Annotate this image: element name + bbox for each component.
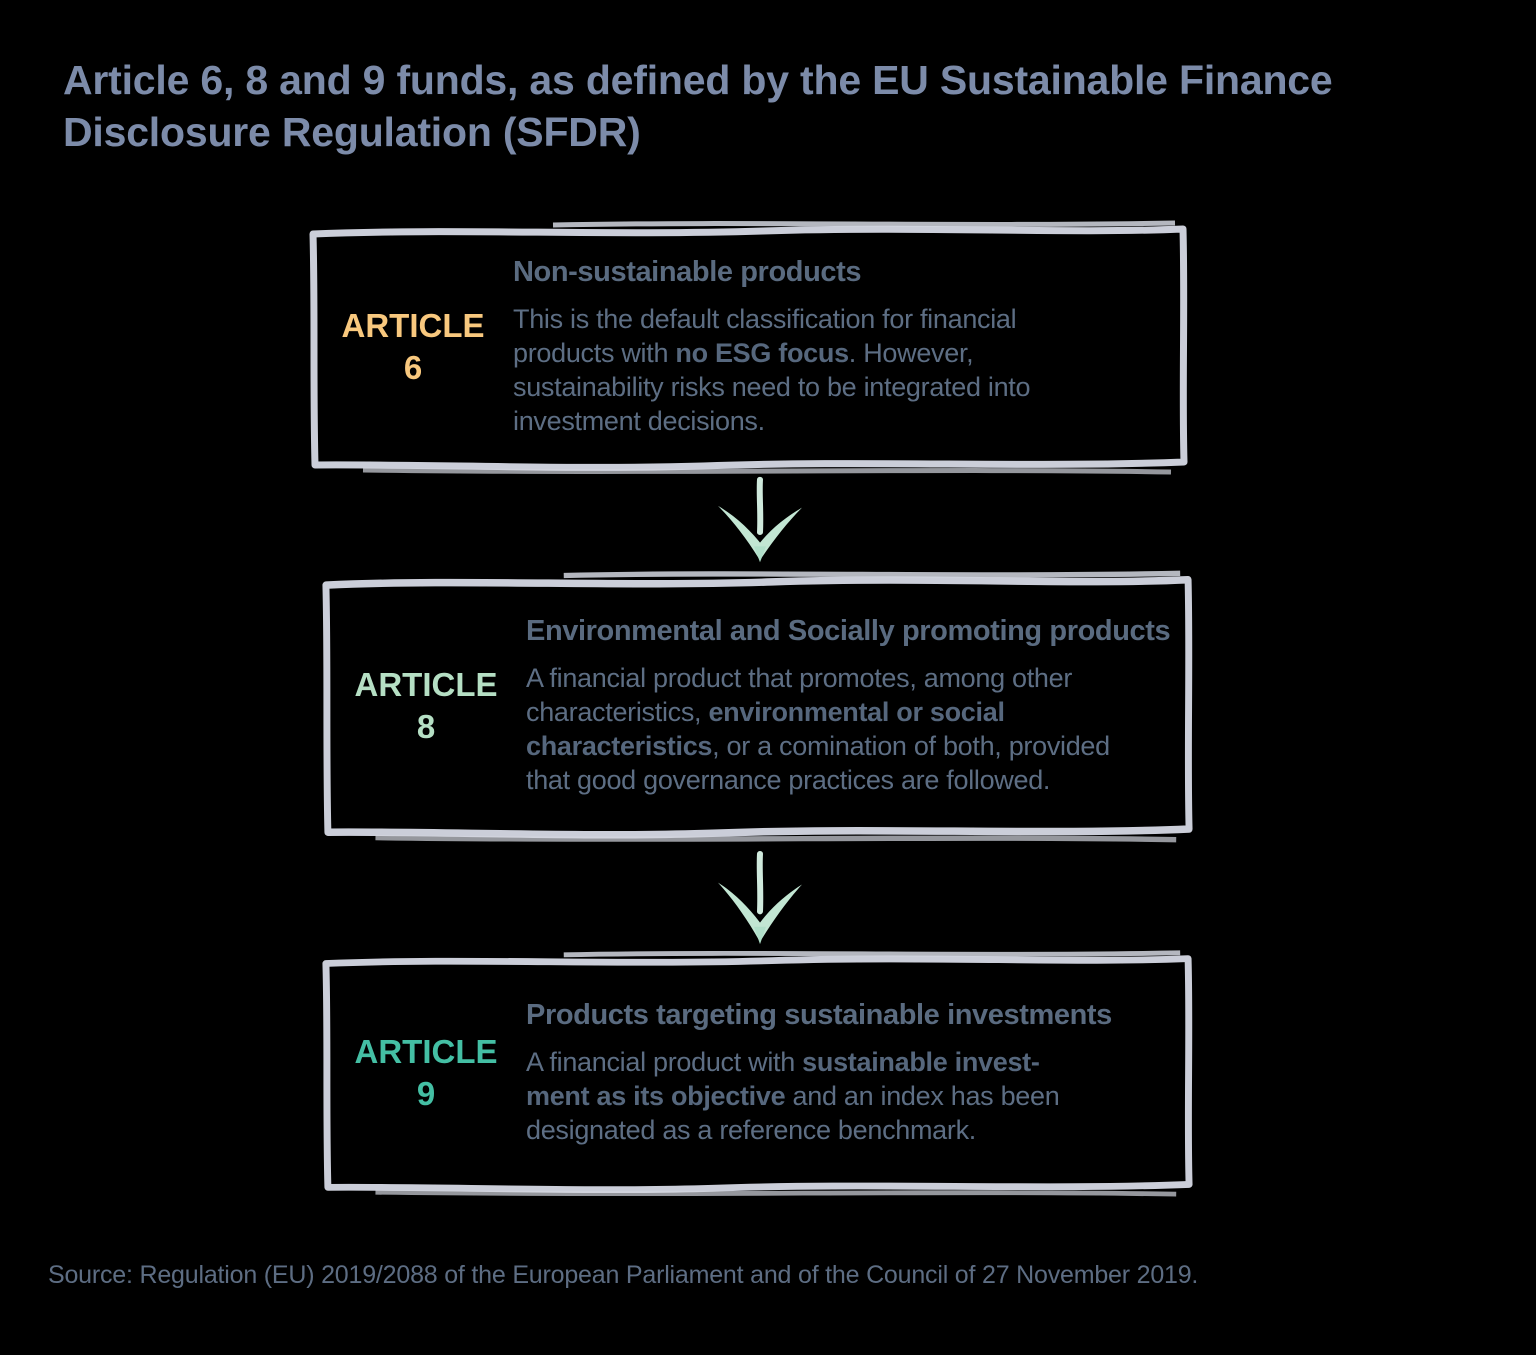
article-6-box: ARTICLE 6 Non-sustainable products This … (303, 218, 1193, 476)
box-heading: Products targeting sustainable investmen… (526, 999, 1112, 1031)
box-body: This is the default classification for f… (513, 304, 1031, 436)
source-citation: Source: Regulation (EU) 2019/2088 of the… (48, 1261, 1199, 1289)
article-8-text: Environmental and Socially promoting pro… (526, 615, 1198, 797)
article-9-label: ARTICLE 9 (326, 1031, 526, 1115)
box-body: A financial product that promotes, among… (526, 663, 1110, 795)
box-heading: Non-sustainable products (513, 256, 862, 288)
down-arrow-icon (702, 476, 818, 564)
article-9-text: Products targeting sustainable investmen… (526, 999, 1188, 1147)
down-arrow-icon (702, 850, 818, 946)
hand-drawn-border (322, 570, 1193, 843)
article-6-label: ARTICLE 6 (313, 305, 513, 389)
hand-drawn-border (309, 220, 1188, 475)
article-8-content: ARTICLE 8 Environmental and Socially pro… (326, 578, 1188, 834)
hand-drawn-border (322, 950, 1193, 1197)
article-label-number: 6 (403, 349, 423, 386)
article-label-number: 8 (416, 708, 436, 745)
article-label-word: ARTICLE (354, 1033, 498, 1070)
article-9-box: ARTICLE 9 Products targeting sustainable… (316, 948, 1198, 1198)
page-title-line-2: Disclosure Regulation (SFDR) (63, 109, 641, 155)
article-8-box: ARTICLE 8 Environmental and Socially pro… (316, 568, 1198, 844)
page-title: Article 6, 8 and 9 funds, as defined by … (63, 54, 1503, 158)
article-label-number: 9 (416, 1075, 436, 1112)
article-8-label: ARTICLE 8 (326, 664, 526, 748)
article-9-content: ARTICLE 9 Products targeting sustainable… (326, 958, 1188, 1188)
box-body: A financial product with sustainable inv… (526, 1047, 1060, 1145)
article-label-word: ARTICLE (354, 666, 498, 703)
page-title-line-1: Article 6, 8 and 9 funds, as defined by … (63, 57, 1333, 103)
article-label-word: ARTICLE (341, 307, 485, 344)
article-6-content: ARTICLE 6 Non-sustainable products This … (313, 228, 1183, 466)
box-heading: Environmental and Socially promoting pro… (526, 615, 1171, 647)
article-6-text: Non-sustainable products This is the def… (513, 256, 1183, 438)
